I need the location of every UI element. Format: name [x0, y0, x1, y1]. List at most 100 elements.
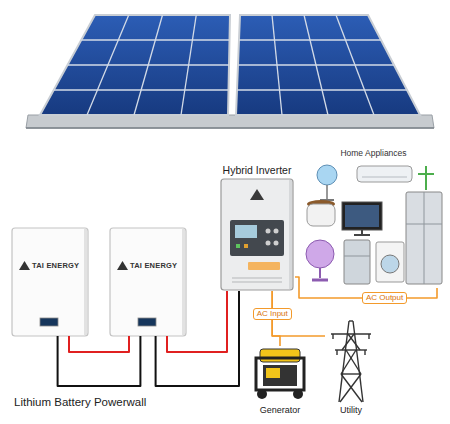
node-text: TAI ENERGY: [130, 261, 177, 270]
appliance-icons: [381, 255, 399, 273]
power-pylon: [336, 350, 337, 355]
inverter-body: [244, 244, 248, 248]
appliance-icons: [354, 234, 370, 236]
hybrid-inverter: Hybrid Inverter: [219, 163, 295, 291]
power-pylon: [348, 334, 360, 350]
appliance-icons: [357, 166, 412, 182]
utility-grid: Utility: [325, 318, 377, 416]
power-pylon: [353, 321, 363, 402]
inverter-body: [248, 262, 280, 270]
inverter-body: [230, 220, 284, 256]
battery-body: [19, 261, 30, 270]
power-pylon: [368, 334, 369, 339]
battery-body: [110, 228, 186, 336]
battery-module: TAI ENERGY: [110, 228, 186, 336]
appliance-icons: [344, 256, 370, 257]
wire-line: [69, 336, 129, 352]
inverter-body: [274, 241, 279, 246]
appliance-icons: [376, 242, 404, 282]
wire-label: AC Input: [253, 308, 292, 320]
inverter-body: [250, 189, 264, 200]
wire-connector: [156, 291, 239, 386]
power-pylon: [335, 349, 367, 350]
appliance-icons: [345, 205, 379, 227]
appliance-icons: [362, 177, 407, 178]
appliance-icons: [306, 165, 442, 284]
wire-line: [58, 336, 141, 386]
appliance-icons: [425, 182, 427, 190]
wire-line: [167, 291, 227, 352]
battery-module: TAI ENERGY: [12, 228, 88, 336]
wire-connector: [58, 336, 141, 386]
solar-panels: [236, 15, 420, 115]
inverter-body: [236, 244, 240, 248]
solar-panels: [237, 89, 407, 90]
solar-panels: [238, 64, 394, 65]
appliance-icons: [344, 240, 370, 284]
appliance-icons: [418, 166, 434, 190]
inverter-body: [289, 180, 292, 289]
generator: Generator: [250, 346, 310, 416]
battery-body: [12, 228, 88, 336]
generator-icon: [266, 368, 280, 378]
solar-panels: [54, 89, 229, 90]
inverter-body: [266, 229, 271, 234]
solar-panels: [54, 15, 230, 115]
caption-label: Lithium Battery Powerwall: [14, 396, 146, 408]
power-pylon: [341, 373, 361, 374]
appliance-icons: [306, 240, 334, 268]
power-pylon: [341, 374, 362, 402]
appliance-icons: [424, 192, 425, 284]
solar-panels: [81, 39, 229, 40]
power-pylon: [340, 374, 361, 402]
inverter-body: [266, 241, 271, 246]
battery-body: [110, 228, 186, 336]
node-text: TAI ENERGY: [32, 261, 79, 270]
power-pylon: [349, 320, 353, 321]
battery-body: [117, 261, 128, 270]
appliance-icons: [406, 224, 442, 225]
battery-body: [138, 318, 156, 326]
battery-body: [40, 318, 58, 326]
inverter-body: [221, 179, 293, 290]
battery-body: [84, 229, 87, 335]
solar-panels: [26, 15, 434, 128]
power-pylon: [331, 333, 371, 334]
solar-panels: [26, 127, 434, 129]
wire-label: AC Output: [362, 292, 407, 304]
battery-body: [182, 229, 185, 335]
power-pylon: [342, 334, 354, 350]
solar-panels: [40, 15, 230, 115]
inverter-body: [232, 282, 282, 283]
appliance-icons: [326, 185, 328, 200]
appliance-icons: [317, 165, 337, 185]
appliance-icons: [342, 202, 382, 230]
appliance-icons: [307, 204, 335, 226]
inverter-body: [274, 229, 279, 234]
generator-icon: [257, 389, 267, 399]
power-pylon: [364, 350, 365, 355]
inverter-body: [232, 278, 282, 279]
power-pylon: [331, 321, 371, 402]
node-text: Home Appliances: [340, 148, 406, 158]
node-text: Generator: [260, 405, 301, 416]
battery-body: [12, 228, 88, 336]
power-pylon: [339, 321, 349, 402]
power-pylon: [332, 334, 333, 339]
appliance-icons: [406, 192, 442, 284]
inverter-body: [235, 225, 257, 238]
inverter-body: [221, 179, 293, 290]
solar-panels: [239, 39, 381, 40]
generator-icon: [293, 389, 303, 399]
node-text: Hybrid Inverter: [223, 164, 292, 177]
appliance-icons: [312, 279, 328, 282]
generator-icon: [263, 365, 297, 386]
generator-icon: [256, 358, 304, 390]
solar-panels: [68, 64, 230, 65]
solar-panels: [237, 15, 407, 115]
generator-icon: [260, 349, 300, 362]
power-pylon: [341, 350, 356, 374]
